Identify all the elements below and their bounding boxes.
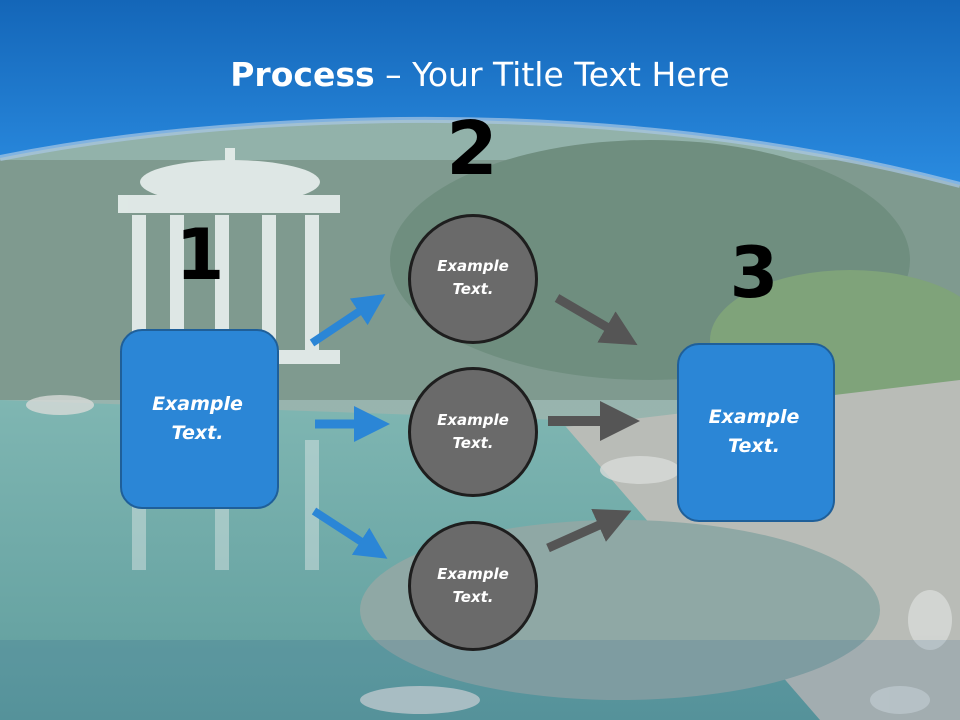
arrow-gray-up (546, 508, 632, 553)
step-number-3: 3 (729, 232, 779, 314)
title-separator: – (374, 55, 413, 94)
step-box-3 (677, 343, 835, 522)
step-box-1-text: Example Text. (152, 393, 243, 444)
title-rest: Your Title Text Here (412, 55, 730, 94)
title-bold: Process (230, 55, 375, 94)
arrow-blue-down (311, 507, 388, 559)
circle-middle (408, 367, 538, 497)
step-box-3-text: Example Text. (708, 406, 800, 457)
arrow-gray-down (554, 294, 638, 346)
step-number-2: 2 (446, 106, 498, 192)
circle-bottom (408, 521, 538, 651)
step-box-1 (120, 329, 279, 509)
slide-title: Process – Your Title Text Here (0, 55, 960, 94)
step-number-1: 1 (175, 214, 225, 296)
circle-top (408, 214, 538, 344)
circle-bottom-text: Example Text. (437, 565, 509, 606)
arrow-blue-up (309, 294, 386, 347)
circle-middle-text: Example Text. (437, 411, 509, 452)
circle-top-text: Example Text. (437, 257, 509, 298)
